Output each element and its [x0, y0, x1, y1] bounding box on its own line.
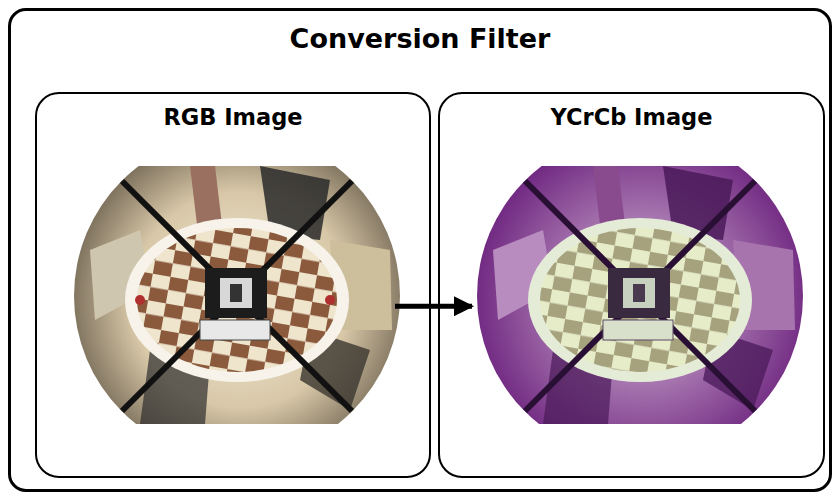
image-panel: RGB Image [35, 92, 431, 478]
panel-heading: YCrCb Image [440, 104, 823, 130]
panel-title: Conversion Filter [11, 23, 829, 54]
panel-heading: RGB Image [37, 104, 429, 130]
flow-arrow [395, 304, 472, 309]
filter-panel: Conversion FilterRGB Image YCrCb Image [8, 8, 832, 492]
image-panel: YCrCb Image [438, 92, 825, 478]
